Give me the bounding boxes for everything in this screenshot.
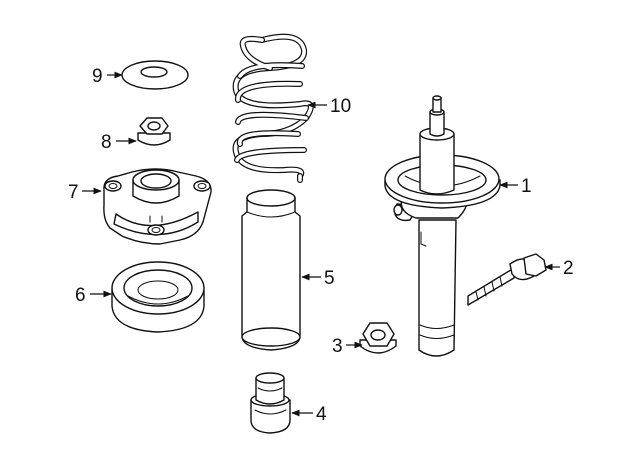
part-4-bump-stop <box>250 372 291 434</box>
callout-label-9: 9 <box>92 66 103 87</box>
callout-label-5: 5 <box>324 268 335 289</box>
callout-7: 7 <box>68 182 102 203</box>
callout-label-2: 2 <box>563 258 574 279</box>
callout-5: 5 <box>301 268 335 289</box>
part-6-bearing <box>111 261 205 333</box>
part-8-nut <box>137 117 171 146</box>
callout-8: 8 <box>101 132 137 153</box>
part-3-nut <box>359 322 397 354</box>
callout-9: 9 <box>92 66 123 87</box>
callout-label-8: 8 <box>101 132 112 153</box>
callout-2: 2 <box>544 258 574 279</box>
callout-label-4: 4 <box>316 404 327 425</box>
callout-label-7: 7 <box>68 182 79 203</box>
part-7-strut-mount <box>103 168 212 245</box>
part-1-strut <box>384 95 501 357</box>
callout-label-1: 1 <box>521 176 532 197</box>
callout-6: 6 <box>75 285 112 306</box>
part-5-dust-boot <box>241 189 301 351</box>
callout-1: 1 <box>499 176 532 197</box>
part-10-coil-spring <box>232 33 314 183</box>
part-2-bolt <box>467 253 547 306</box>
callout-label-10: 10 <box>330 96 351 117</box>
part-9-insulator <box>121 60 189 90</box>
callout-10: 10 <box>307 96 351 117</box>
callout-label-6: 6 <box>75 285 86 306</box>
callout-label-3: 3 <box>332 336 343 357</box>
callout-3: 3 <box>332 336 363 357</box>
callout-4: 4 <box>291 404 327 425</box>
